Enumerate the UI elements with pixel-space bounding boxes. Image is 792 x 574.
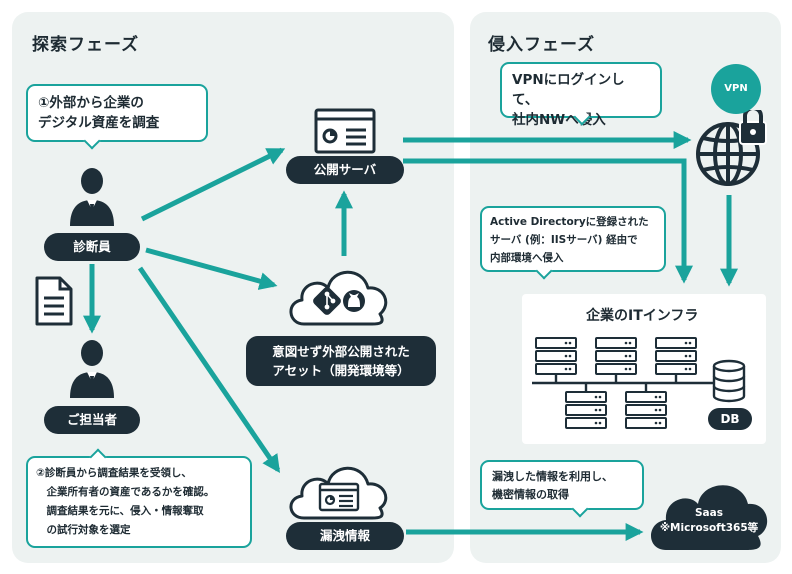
server-icon [535,337,577,375]
vpn-badge: VPN [711,64,761,114]
document-icon [35,276,73,326]
browser-window-icon-leak [318,482,360,512]
callout-owner-confirm: ②診断員から調査結果を受領し、 企業所有者の資産であるかを確認。 調査結果を元に… [26,448,252,548]
callout-active-directory-text: Active Directoryに登録された サーバ (例：IISサーバ) 経由… [490,216,649,264]
arrow-inspector-to-assets [145,247,278,290]
callout-investigate-text: ①外部から企業の デジタル資産を調査 [38,95,160,131]
cloud-icon-assets [289,270,388,326]
label-saas-text: Saas ※Microsoft365等 [659,507,759,534]
label-leaked-info: 漏洩情報 [286,522,404,550]
label-unintended-assets-text: 意図せず外部公開された アセット（開発環境等） [272,344,410,378]
lock-icon [739,110,767,145]
git-icon [313,287,341,315]
vpn-badge-text: VPN [724,83,748,94]
globe-icon [696,110,767,186]
server-icon [655,337,697,375]
label-db-text: DB [720,412,740,426]
callout-investigate: ①外部から企業の デジタル資産を調査 [26,84,208,150]
label-leaked-info-text: 漏洩情報 [319,528,370,543]
label-inspector: 診断員 [44,233,140,261]
server-icon [625,391,667,429]
explore-phase-title: 探索フェーズ [32,35,140,55]
callout-leak-use: 漏洩した情報を利用し、 機密情報の取得 [480,460,644,518]
label-person-in-charge: ご担当者 [44,406,140,434]
label-public-server-text: 公開サーバ [313,162,377,177]
github-icon [343,290,365,312]
it-infra-title: 企業のITインフラ [586,308,699,324]
label-unintended-assets: 意図せず外部公開された アセット（開発環境等） [246,336,436,386]
intrude-phase-title: 侵入フェーズ [488,35,596,55]
server-network [532,337,746,429]
browser-window-icon-server [314,108,376,154]
arrow-inspector-to-leak [137,266,281,473]
label-inspector-text: 診断員 [73,239,111,254]
cloud-icon-leak [289,466,388,520]
callout-leak-use-text: 漏洩した情報を利用し、 機密情報の取得 [492,470,613,501]
server-icon [595,337,637,375]
arrow-server-to-infra [403,158,693,284]
label-db: DB [708,408,752,430]
server-icon [565,391,607,429]
label-public-server: 公開サーバ [286,156,404,184]
label-person-in-charge-text: ご担当者 [66,412,117,427]
database-icon [712,359,746,403]
callout-active-directory: Active Directoryに登録された サーバ (例：IISサーバ) 経由… [480,206,666,280]
label-saas: Saas ※Microsoft365等 [650,506,768,536]
callout-vpn: VPNにログインして、 社内NWへ侵入 [500,62,662,128]
arrow-inspector-to-server [140,147,286,222]
person-icon-inspector [70,168,114,226]
cloud-icon-saas [651,485,768,550]
callout-owner-confirm-text: ②診断員から調査結果を受領し、 企業所有者の資産であるかを確認。 調査結果を元に… [36,467,215,536]
person-icon-owner [70,340,114,398]
